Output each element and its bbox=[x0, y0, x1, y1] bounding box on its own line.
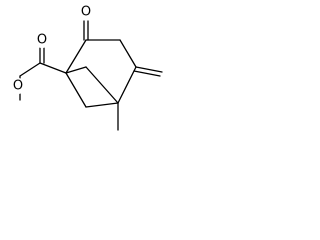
bond-c4-ch2-b bbox=[133, 70, 161, 77]
molecule-structure: O O O bbox=[10, 4, 163, 131]
bond-c1-c8 bbox=[65, 72, 87, 108]
bridge-gap-mask bbox=[84, 65, 115, 85]
carbonyl-oxygen-label: O bbox=[37, 33, 47, 48]
bond-c5-c4 bbox=[117, 66, 137, 104]
bond-c1-c7 bbox=[65, 66, 87, 74]
ketone-oxygen-label: O bbox=[81, 5, 91, 20]
bond-ester-c-o-single bbox=[19, 62, 41, 77]
bond-c7-c5 bbox=[85, 66, 119, 104]
bond-c1-ester-carbon bbox=[39, 62, 67, 74]
ester-oxygen-mask bbox=[10, 78, 26, 94]
ketone-oxygen-mask bbox=[78, 4, 94, 20]
ester-oxygen-label: O bbox=[13, 79, 23, 94]
bond-c8-c5 bbox=[85, 102, 119, 108]
bond-c3-c4 bbox=[119, 39, 137, 68]
carbonyl-oxygen-mask bbox=[34, 32, 50, 48]
bond-c1-c2 bbox=[65, 39, 87, 74]
bond-c4-ch2-a bbox=[135, 66, 163, 73]
